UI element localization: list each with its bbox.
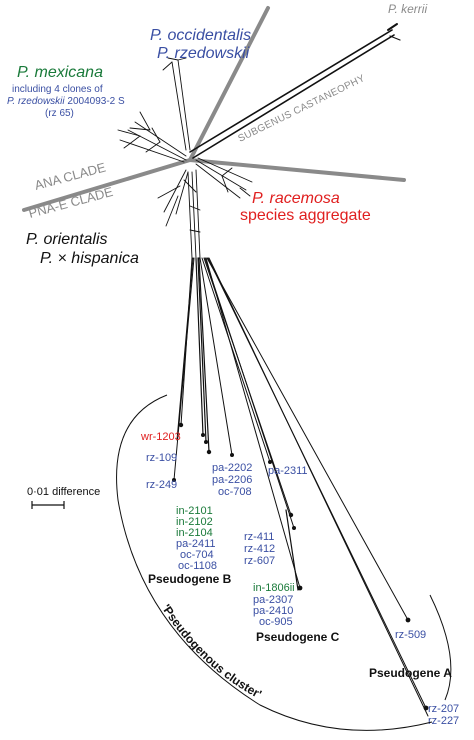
- scale-bar: 0·01 difference: [27, 486, 100, 509]
- leaf-rz-249: rz-249: [146, 479, 177, 491]
- label-rzedowskii: P. rzedowskii: [157, 45, 250, 62]
- label-kerrii: P. kerrii: [388, 2, 427, 16]
- label-occidentalis: P. occidentalis: [150, 27, 251, 44]
- network-edges: [117, 23, 429, 717]
- leaf-rz-227: rz-227: [428, 715, 459, 727]
- leaf-oc-708: oc-708: [218, 486, 252, 498]
- leaf-dots: [172, 422, 429, 711]
- leaf-pa-2411: pa-2411: [176, 538, 216, 550]
- label-mexicana-note-2: P. rzedowskii 2004093-2 S: [7, 96, 125, 107]
- leaf-pa-2206: pa-2206: [212, 474, 252, 486]
- leaf-oc-704: oc-704: [180, 549, 214, 561]
- label-racemosa-aggregate: species aggregate: [240, 207, 371, 224]
- scale-bar-label: 0·01 difference: [27, 486, 100, 498]
- label-mexicana: P. mexicana: [17, 64, 103, 81]
- leaf-in-2102: in-2102: [176, 516, 213, 528]
- label-mexicana-note-3: (rz 65): [45, 108, 74, 119]
- leaf-rz-411: rz-411: [244, 531, 274, 543]
- pseudogenous-cluster-arcs: [116, 394, 452, 731]
- label-pseudogene-b: Pseudogene B: [148, 572, 232, 586]
- label-orientalis: P. orientalis: [26, 231, 108, 248]
- leaf-pa-2311: pa-2311: [268, 465, 308, 477]
- clade-boundary-lines: [22, 6, 406, 212]
- leaf-wr-1203: wr-1203: [140, 431, 181, 443]
- label-mexicana-note-1: including 4 clones of: [12, 84, 103, 95]
- leaf-pa-2410: pa-2410: [253, 605, 293, 617]
- leaf-in-2101: in-2101: [176, 505, 213, 517]
- leaf-oc-905: oc-905: [259, 616, 293, 628]
- leaf-pa-2307: pa-2307: [253, 594, 293, 606]
- label-racemosa: P. racemosa: [252, 190, 340, 207]
- leaf-rz-607: rz-607: [244, 555, 275, 567]
- leaf-rz-109: rz-109: [146, 452, 177, 464]
- label-pseudogene-c: Pseudogene C: [256, 630, 340, 644]
- leaf-in-1806ii: in-1806ii: [253, 582, 295, 594]
- leaf-oc-1108: oc-1108: [178, 560, 217, 572]
- label-pseudogenous-cluster: 'Pseudogenous cluster': [159, 602, 264, 702]
- label-pseudogene-a: Pseudogene A: [369, 666, 452, 680]
- leaf-pa-2202: pa-2202: [212, 462, 252, 474]
- label-hispanica: P. × hispanica: [40, 250, 139, 267]
- leaf-in-2104: in-2104: [176, 527, 213, 539]
- leaf-rz-207: rz-207: [428, 703, 459, 715]
- leaf-rz-412: rz-412: [244, 543, 275, 555]
- leaf-rz-509: rz-509: [395, 629, 426, 641]
